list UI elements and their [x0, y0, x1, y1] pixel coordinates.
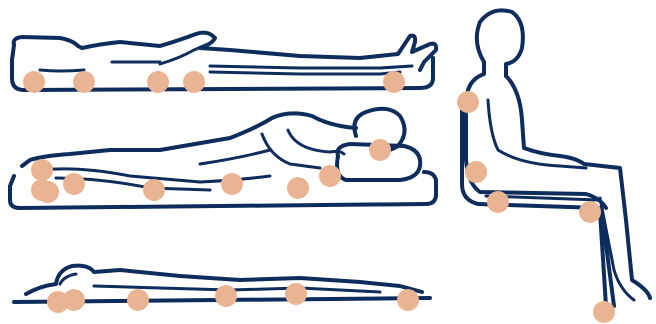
side-lying-pressure-point [31, 179, 53, 201]
supine-pressure-point [183, 71, 205, 93]
prone-pressure-point [63, 289, 85, 311]
side-lying-pressure-point [221, 173, 243, 195]
side-lying-pressure-point [319, 165, 341, 187]
supine-body-top [82, 33, 436, 70]
side-lying-pressure-point [287, 177, 309, 199]
prone-head [60, 274, 76, 284]
side-body-top [22, 113, 356, 166]
supine-pressure-point [383, 71, 405, 93]
seated-pressure-point [593, 301, 615, 323]
seated-figure [462, 10, 650, 306]
supine-legs [210, 66, 412, 74]
prone-pressure-point [127, 289, 149, 311]
supine-head-shoulder [40, 70, 84, 71]
prone-pressure-point [215, 285, 237, 307]
prone-pressure-point [285, 283, 307, 305]
seated-front [506, 76, 650, 298]
seated-back [466, 62, 606, 208]
seated-pressure-point [579, 201, 601, 223]
seated-pressure-point [487, 191, 509, 213]
side-lying-pressure-point [143, 179, 165, 201]
supine-pressure-point [23, 71, 45, 93]
supine-head [14, 37, 82, 48]
side-arm [262, 130, 344, 168]
side-lying-pressure-point [31, 159, 53, 181]
supine-pressure-point [147, 71, 169, 93]
seated-pressure-point [457, 91, 479, 113]
side-lying-pressure-point [369, 139, 391, 161]
supine-arm [160, 44, 208, 64]
side-torso [200, 150, 270, 164]
supine-pressure-point [73, 71, 95, 93]
side-lying-pressure-point [63, 173, 85, 195]
seated-pressure-point [465, 161, 487, 183]
prone-pressure-point [397, 289, 419, 311]
